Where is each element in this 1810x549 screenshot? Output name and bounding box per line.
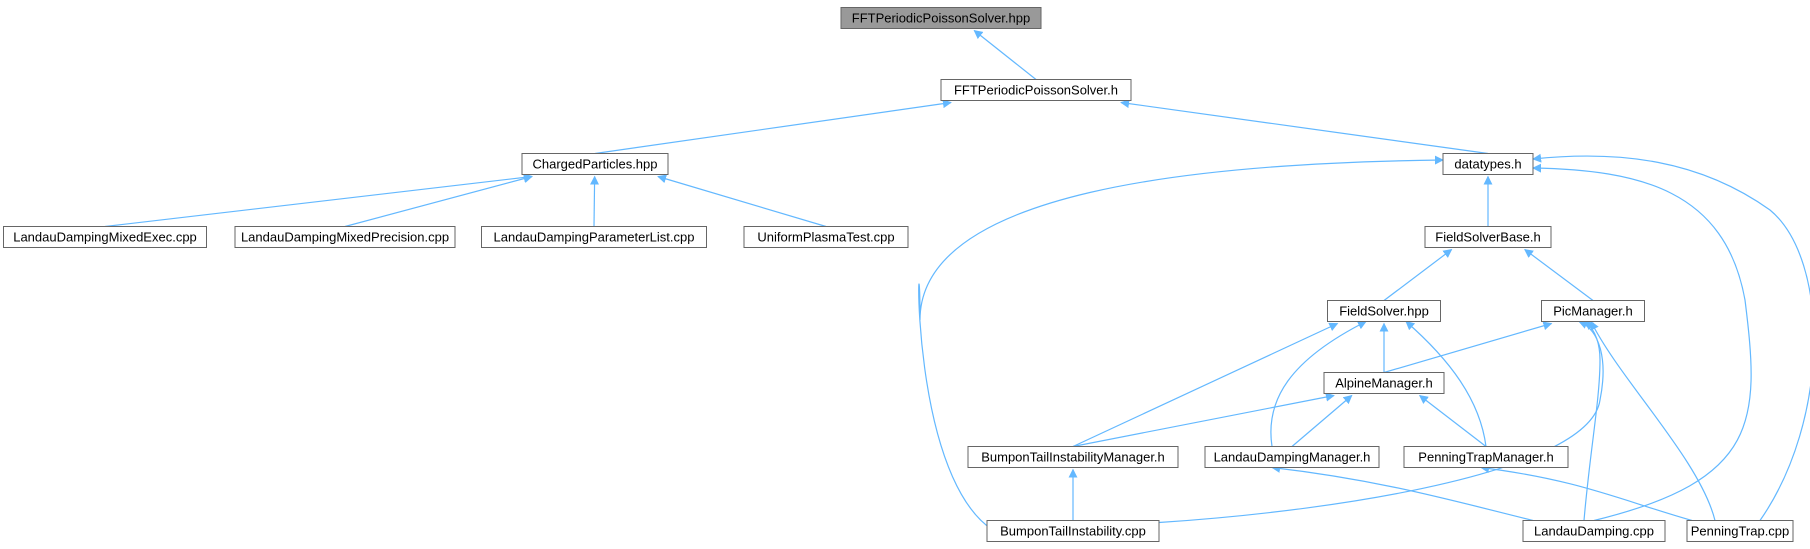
edge-btimanager-to-alpine bbox=[1072, 392, 1335, 448]
edge-ldmanager-to-fieldsolver bbox=[1270, 320, 1367, 447]
node-uniform[interactable]: UniformPlasmaTest.cpp bbox=[743, 226, 909, 248]
node-ldmanager[interactable]: LandauDampingManager.h bbox=[1204, 446, 1380, 468]
edge-ld-to-ldmanager bbox=[1271, 463, 1534, 522]
edge-ldmixedexec-to-charged bbox=[104, 172, 533, 228]
node-label: PenningTrap.cpp bbox=[1691, 524, 1790, 539]
node-box[interactable] bbox=[234, 226, 456, 248]
node-box[interactable] bbox=[521, 153, 669, 175]
node-box[interactable] bbox=[743, 226, 909, 248]
node-box[interactable] bbox=[967, 446, 1179, 468]
node-box[interactable] bbox=[1323, 372, 1445, 394]
nodes-layer: FFTPeriodicPoissonSolver.hppFFTPeriodicP… bbox=[3, 7, 1794, 542]
node-label: ChargedParticles.hpp bbox=[532, 157, 657, 172]
edge-fftpps_h-to-fftpps_hpp bbox=[973, 29, 1037, 80]
node-box[interactable] bbox=[1442, 153, 1534, 175]
node-box[interactable] bbox=[840, 7, 1042, 29]
edge-alpine-to-picmanager bbox=[1383, 321, 1553, 374]
node-box[interactable] bbox=[1522, 520, 1666, 542]
edge-ldmixedprec-to-charged bbox=[344, 174, 533, 228]
edge-uniform-to-charged bbox=[657, 174, 827, 228]
edge-pt-to-ptmanager bbox=[1480, 464, 1693, 522]
edges-layer bbox=[104, 29, 1810, 541]
node-label: LandauDampingManager.h bbox=[1214, 450, 1371, 465]
node-fsbase[interactable]: FieldSolverBase.h bbox=[1424, 226, 1552, 248]
node-label: BumponTailInstability.cpp bbox=[1000, 524, 1146, 539]
edge-pt-to-picmanager bbox=[1590, 320, 1716, 521]
edge-ld-to-datatypes bbox=[1532, 163, 1752, 522]
node-fftpps_h[interactable]: FFTPeriodicPoissonSolver.h bbox=[940, 79, 1132, 101]
node-label: FieldSolver.hpp bbox=[1339, 304, 1429, 319]
edge-picmanager-to-fsbase bbox=[1524, 248, 1594, 301]
node-fieldsolver[interactable]: FieldSolver.hpp bbox=[1327, 300, 1441, 322]
node-box[interactable] bbox=[986, 520, 1160, 542]
node-label: LandauDamping.cpp bbox=[1534, 524, 1654, 539]
edge-bti-to-picmanager bbox=[1158, 320, 1604, 524]
node-box[interactable] bbox=[3, 226, 207, 248]
node-alpine[interactable]: AlpineManager.h bbox=[1323, 372, 1445, 394]
edge-ldmanager-to-alpine bbox=[1291, 394, 1353, 447]
node-box[interactable] bbox=[1403, 446, 1569, 468]
edge-charged-to-fftpps_h bbox=[594, 99, 952, 155]
node-box[interactable] bbox=[940, 79, 1132, 101]
node-box[interactable] bbox=[1424, 226, 1552, 248]
node-box[interactable] bbox=[1686, 520, 1794, 542]
node-label: LandauDampingParameterList.cpp bbox=[494, 230, 695, 245]
node-label: BumponTailInstabilityManager.h bbox=[981, 450, 1165, 465]
node-bti[interactable]: BumponTailInstability.cpp bbox=[986, 520, 1160, 542]
node-pt[interactable]: PenningTrap.cpp bbox=[1686, 520, 1794, 542]
node-datatypes[interactable]: datatypes.h bbox=[1442, 153, 1534, 175]
edge-btimanager-to-fieldsolver bbox=[1072, 322, 1339, 448]
node-label: PenningTrapManager.h bbox=[1418, 450, 1553, 465]
node-label: datatypes.h bbox=[1454, 157, 1521, 172]
edge-ld-to-picmanager bbox=[1583, 320, 1601, 521]
node-label: FFTPeriodicPoissonSolver.hpp bbox=[852, 11, 1030, 26]
node-label: LandauDampingMixedExec.cpp bbox=[13, 230, 197, 245]
node-box[interactable] bbox=[1541, 300, 1645, 322]
edge-ldparam-to-charged bbox=[590, 175, 600, 227]
node-box[interactable] bbox=[1327, 300, 1441, 322]
node-ldmixedprec[interactable]: LandauDampingMixedPrecision.cpp bbox=[234, 226, 456, 248]
edge-ptmanager-to-alpine bbox=[1418, 394, 1487, 447]
node-ldparam[interactable]: LandauDampingParameterList.cpp bbox=[481, 226, 707, 248]
node-label: PicManager.h bbox=[1553, 304, 1633, 319]
node-box[interactable] bbox=[481, 226, 707, 248]
node-box[interactable] bbox=[1204, 446, 1380, 468]
edge-bti-to-datatypes bbox=[918, 155, 1444, 541]
node-label: FieldSolverBase.h bbox=[1435, 230, 1541, 245]
edge-ptmanager-to-fieldsolver bbox=[1405, 320, 1487, 447]
node-ptmanager[interactable]: PenningTrapManager.h bbox=[1403, 446, 1569, 468]
node-label: UniformPlasmaTest.cpp bbox=[757, 230, 894, 245]
node-ldmixedexec[interactable]: LandauDampingMixedExec.cpp bbox=[3, 226, 207, 248]
edge-fieldsolver-to-fsbase bbox=[1383, 248, 1453, 301]
edge-pt-to-datatypes bbox=[1532, 153, 1810, 521]
node-label: FFTPeriodicPoissonSolver.h bbox=[954, 83, 1118, 98]
edge-datatypes-to-fftpps_h bbox=[1120, 99, 1489, 155]
node-fftpps_hpp[interactable]: FFTPeriodicPoissonSolver.hpp bbox=[840, 7, 1042, 29]
node-btimanager[interactable]: BumponTailInstabilityManager.h bbox=[967, 446, 1179, 468]
node-label: LandauDampingMixedPrecision.cpp bbox=[241, 230, 449, 245]
node-ld[interactable]: LandauDamping.cpp bbox=[1522, 520, 1666, 542]
node-label: AlpineManager.h bbox=[1335, 376, 1433, 391]
node-picmanager[interactable]: PicManager.h bbox=[1541, 300, 1645, 322]
node-charged[interactable]: ChargedParticles.hpp bbox=[521, 153, 669, 175]
